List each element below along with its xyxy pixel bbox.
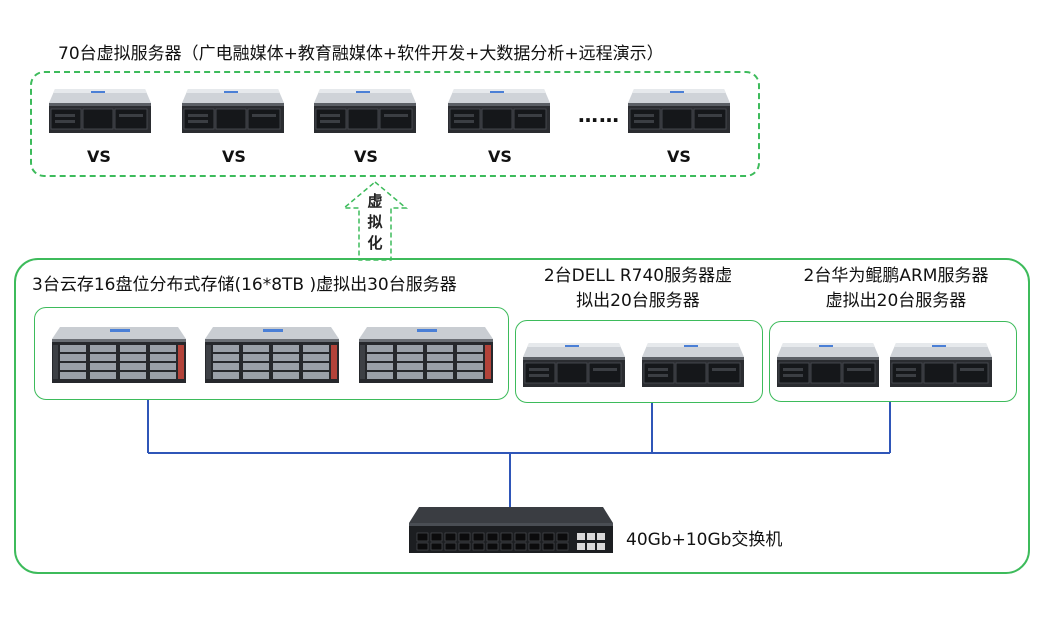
top-title: 70台虚拟服务器（广电融媒体+教育融媒体+软件开发+大数据分析+远程演示）	[58, 44, 664, 64]
vs-label-1: VS	[87, 147, 111, 166]
virtualization-label-3: 化	[367, 234, 383, 252]
ellipsis: ……	[578, 103, 620, 127]
network-switch	[409, 507, 613, 553]
huawei-group-label-line2: 虚拟出20台服务器	[825, 291, 967, 311]
storage-group-box	[34, 307, 509, 400]
storage-group-label: 3台云存16盘位分布式存储(16*8TB )虚拟出30台服务器	[32, 275, 457, 295]
dell-group-label-line2: 拟出20台服务器	[576, 291, 700, 311]
huawei-group-box	[769, 321, 1017, 402]
vs-label-4: VS	[488, 147, 512, 166]
huawei-group-label-line1: 2台华为鲲鹏ARM服务器	[803, 266, 989, 286]
virtualization-label-2: 拟	[367, 213, 383, 231]
dell-group-label-line1: 2台DELL R740服务器虚	[543, 266, 733, 286]
virtualization-arrow	[341, 181, 409, 261]
dell-group-box	[515, 320, 763, 403]
switch-label: 40Gb+10Gb交换机	[626, 530, 783, 550]
virtualization-label-1: 虚	[367, 192, 383, 210]
vs-label-2: VS	[222, 147, 246, 166]
vs-label-5: VS	[667, 147, 691, 166]
vs-label-3: VS	[354, 147, 378, 166]
physical-infrastructure-frame	[14, 258, 1030, 574]
virtual-server-group	[30, 71, 760, 177]
